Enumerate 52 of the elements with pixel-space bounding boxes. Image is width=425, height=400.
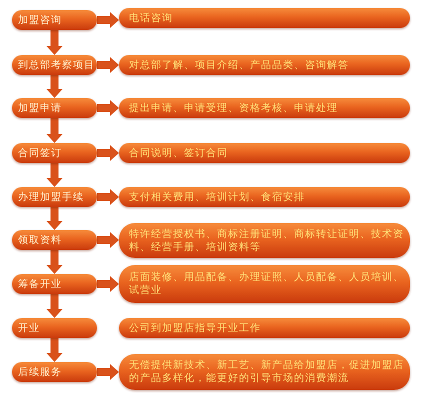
arrow xyxy=(46,207,62,230)
arrow xyxy=(46,163,62,187)
detail-box xyxy=(119,98,410,118)
step-detail: 特许经营授权书、商标注册证明、商标转让证明、技术资料、经营手册、培训资料等 xyxy=(129,228,404,254)
arrow xyxy=(46,250,62,274)
step-box xyxy=(12,143,97,163)
step-label: 领取资料 xyxy=(18,234,62,246)
arrow xyxy=(46,338,62,362)
step-label: 加盟咨询 xyxy=(18,14,62,26)
step-detail: 电话咨询 xyxy=(129,12,173,24)
arrow xyxy=(97,100,119,116)
detail-box xyxy=(119,8,410,28)
detail-box xyxy=(119,223,410,258)
step-detail: 店面装修、用品配备、办理证照、人员配备、人员培训、试营业 xyxy=(129,271,404,297)
step-box xyxy=(12,274,97,294)
arrow xyxy=(97,276,119,292)
step-box xyxy=(12,187,97,207)
step-box xyxy=(12,362,97,382)
step-detail: 合同说明、签订合同 xyxy=(129,146,228,160)
step-box xyxy=(12,55,97,75)
step-box xyxy=(12,10,97,30)
step-label: 合同签订 xyxy=(18,146,62,160)
detail-box xyxy=(119,187,410,207)
step-label: 加盟申请 xyxy=(18,102,62,114)
detail-box xyxy=(119,55,410,75)
arrow xyxy=(97,12,119,28)
arrow xyxy=(97,364,119,380)
step-label: 筹备开业 xyxy=(18,278,62,290)
arrow xyxy=(46,75,62,98)
arrow xyxy=(97,145,119,161)
step-label: 办理加盟手续 xyxy=(18,190,84,204)
arrow xyxy=(46,30,62,55)
detail-box xyxy=(119,265,410,303)
step-label: 到总部考察项目 xyxy=(18,58,95,72)
arrow xyxy=(46,294,62,318)
detail-box xyxy=(119,318,410,338)
step-box xyxy=(12,318,97,338)
arrow xyxy=(97,57,119,73)
arrow xyxy=(97,232,119,248)
step-detail: 无偿提供新技术、新工艺、新产品给加盟店，促进加盟店的产品多样化，能更好的引导市场的消费潮流 xyxy=(129,359,404,385)
step-box xyxy=(12,230,97,250)
step-label: 后续服务 xyxy=(18,366,62,378)
arrow xyxy=(46,118,62,143)
step-detail: 提出申请、申请受理、资格考核、申请处理 xyxy=(129,102,338,114)
detail-box xyxy=(119,143,410,163)
step-detail: 对总部了解、项目介绍、产品品类、咨询解答 xyxy=(129,58,349,72)
arrow xyxy=(97,189,119,205)
step-detail: 公司到加盟店指导开业工作 xyxy=(129,322,261,334)
detail-box xyxy=(119,354,410,390)
step-detail: 支付相关费用、培训计划、食宿安排 xyxy=(129,190,305,204)
step-box xyxy=(12,98,97,118)
step-label: 开业 xyxy=(18,322,40,334)
